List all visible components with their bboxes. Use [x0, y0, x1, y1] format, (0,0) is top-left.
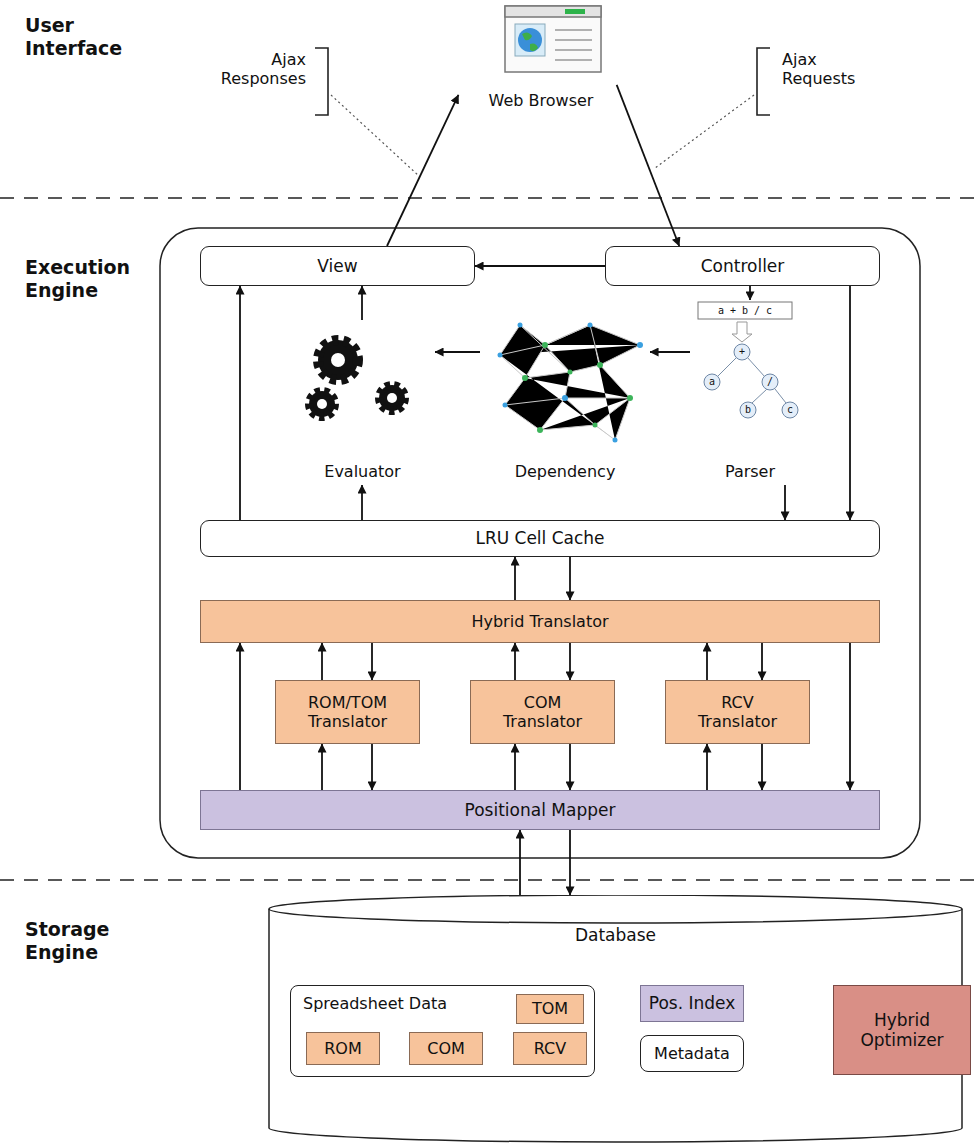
flow-arrow: [569, 643, 571, 680]
node-label: ROM/TOM Translator: [298, 693, 398, 731]
flow-arrow: [239, 643, 241, 790]
node-label: RCV: [534, 1039, 566, 1058]
parse-tree: [698, 302, 798, 418]
flow-arrow: [784, 485, 786, 520]
model-box: COM: [409, 1032, 483, 1065]
index-box: Pos. Index: [640, 985, 744, 1022]
flow-arrow: [371, 744, 373, 790]
view-box: View: [200, 246, 475, 286]
node-label: TOM: [532, 999, 568, 1018]
model-box: RCV: [513, 1032, 587, 1065]
gears-icon: [309, 340, 405, 417]
flow-arrow: [569, 557, 571, 600]
node-label: Dependency: [515, 462, 616, 481]
flow-arrow: [617, 85, 680, 246]
node-label: ROM: [324, 1039, 362, 1058]
flow-arrow: [475, 265, 605, 267]
browser-node: Web Browser: [455, 2, 627, 114]
flow-arrow: [321, 744, 323, 790]
node-label: RCV Translator: [688, 693, 788, 731]
mapper-box: Positional Mapper: [200, 790, 880, 830]
data-panel: Spreadsheet Data TOM ROM COM RCV: [290, 985, 595, 1077]
flow-arrow: [239, 286, 241, 520]
flow-arrow: [514, 557, 516, 600]
node-label: COM: [427, 1039, 465, 1058]
cache-box: LRU Cell Cache: [200, 520, 880, 557]
translator-box: COM Translator: [470, 680, 615, 744]
node-label: Positional Mapper: [465, 800, 616, 820]
flow-arrow: [749, 286, 751, 300]
flow-arrow: [514, 744, 516, 790]
flow-arrow: [361, 286, 363, 320]
node-label: Metadata: [654, 1044, 730, 1063]
optimizer-box: Hybrid Optimizer: [833, 985, 971, 1075]
node-label: Hybrid Translator: [471, 612, 608, 631]
node-label: LRU Cell Cache: [475, 528, 604, 548]
layer-dividers: [0, 198, 977, 880]
flow-arrow: [761, 744, 763, 790]
flow-arrow: [761, 643, 763, 680]
controller-box: Controller: [605, 246, 880, 286]
flow-arrow: [849, 286, 851, 520]
flow-arrow: [706, 744, 708, 790]
node-label: Parser: [725, 462, 775, 481]
flow-arrow: [371, 643, 373, 680]
parser-node: Parser: [690, 300, 810, 485]
evaluator-node: Evaluator: [290, 320, 435, 485]
node-label: View: [317, 256, 357, 276]
flow-arrow: [435, 351, 480, 353]
translator-box: Hybrid Translator: [200, 600, 880, 643]
engine-frame: [160, 228, 920, 858]
flow-arrow: [849, 643, 851, 790]
node-label: Spreadsheet Data: [303, 994, 447, 1013]
layer-label: User Interface: [25, 14, 135, 60]
flow-arrow: [569, 744, 571, 790]
model-box: TOM: [516, 994, 584, 1024]
node-label: Controller: [701, 256, 785, 276]
flow-arrow: [514, 643, 516, 680]
translator-box: ROM/TOM Translator: [275, 680, 420, 744]
flow-arrow: [361, 485, 363, 520]
expression-text: a + b / c: [698, 304, 792, 318]
tree-node: +: [732, 345, 752, 359]
tree-node: /: [760, 375, 780, 389]
node-label: Hybrid Optimizer: [845, 1010, 960, 1051]
browser-icon: [505, 6, 601, 72]
flow-arrow: [321, 643, 323, 680]
model-box: ROM: [306, 1032, 380, 1065]
node-label: COM Translator: [493, 693, 593, 731]
flow-arrow: [387, 95, 458, 246]
tree-node: c: [780, 403, 800, 417]
metadata-box: Metadata: [640, 1035, 744, 1072]
channel-label: Ajax Requests: [782, 50, 882, 88]
node-label: Database: [575, 925, 656, 945]
flow-arrow: [706, 643, 708, 680]
layer-label: Execution Engine: [25, 256, 150, 302]
tree-node: b: [738, 403, 758, 417]
node-label: Evaluator: [324, 462, 400, 481]
flow-arrow: [650, 351, 690, 353]
translator-box: RCV Translator: [665, 680, 810, 744]
dependency-graph: [498, 323, 644, 443]
node-label: Web Browser: [489, 91, 594, 110]
node-label: Pos. Index: [649, 993, 736, 1013]
layer-label: Storage Engine: [25, 918, 150, 964]
tree-node: a: [702, 375, 722, 389]
dependency-node: Dependency: [480, 318, 650, 485]
channel-label: Ajax Responses: [200, 50, 306, 88]
flow-arrow: [519, 830, 521, 895]
flow-arrow: [569, 830, 571, 895]
